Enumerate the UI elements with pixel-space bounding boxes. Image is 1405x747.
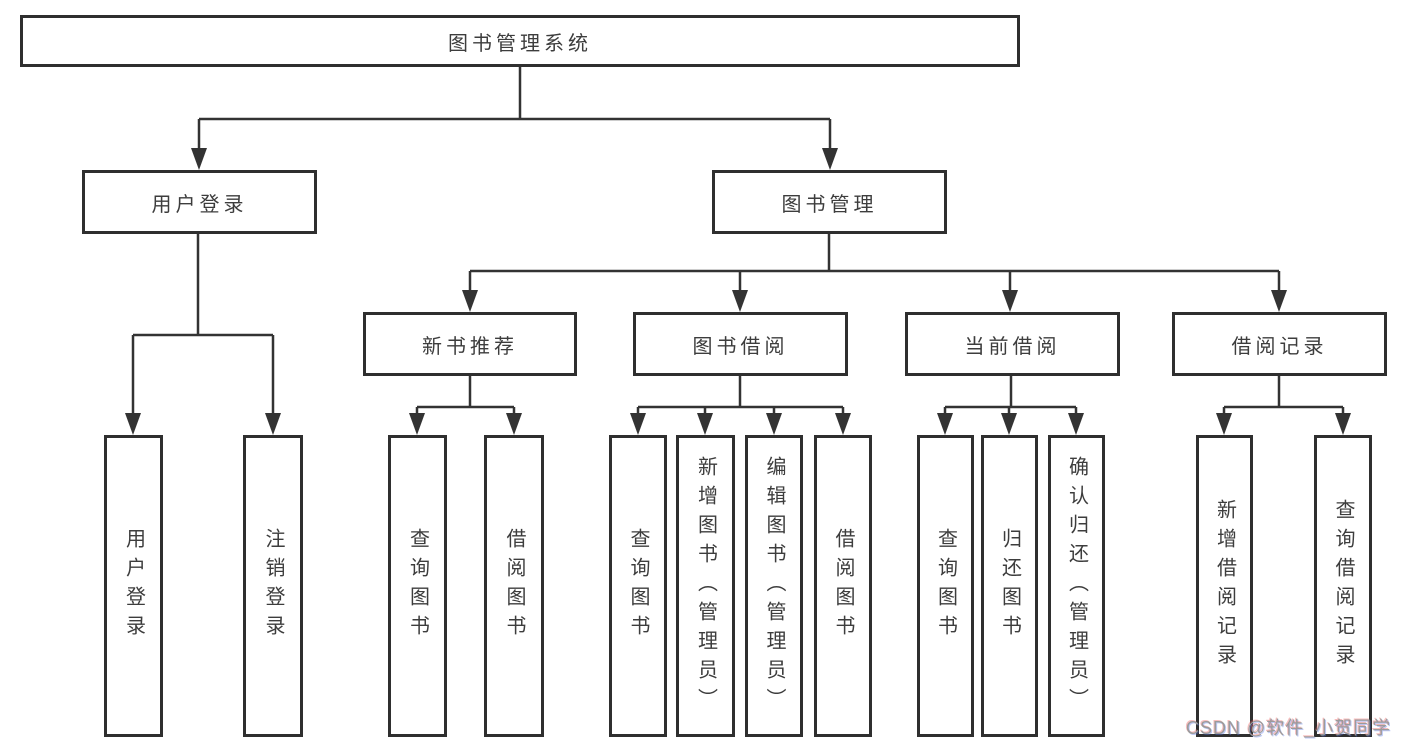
node-add-book-admin: 新增图书（管理员） [676,435,735,737]
node-label: 新增借阅记录 [1213,499,1236,673]
node-query-borrow-record: 查询借阅记录 [1314,435,1372,737]
node-user-login-branch: 用户登录 [82,170,317,234]
node-label: 查询图书 [406,528,429,644]
node-book-management: 图书管理 [712,170,947,234]
node-new-book-recommend: 新书推荐 [363,312,577,376]
node-label: 编辑图书（管理员） [763,455,785,717]
csdn-watermark: CSDN @软件_小贺同学 [1186,718,1392,738]
node-label: 查询借阅记录 [1332,499,1354,673]
node-label: 图书借阅 [692,335,789,358]
node-label: 用户登录 [122,528,145,644]
node-borrow-books-recommend: 借阅图书 [484,435,544,737]
node-label: 借阅图书 [832,528,854,644]
node-query-books-recommend: 查询图书 [388,435,447,737]
node-borrow-book: 借阅图书 [814,435,872,737]
node-borrowing-records: 借阅记录 [1172,312,1387,376]
node-label: 新增图书（管理员） [694,455,717,717]
node-query-books-borrowing: 查询图书 [609,435,667,737]
node-label: 查询图书 [934,528,957,644]
node-label: 归还图书 [998,528,1021,644]
node-label: 确认归还（管理员） [1065,455,1088,717]
node-label: 借阅图书 [503,528,525,644]
node-label: 查询图书 [627,528,649,644]
node-return-book: 归还图书 [981,435,1038,737]
node-label: 注销登录 [262,528,284,644]
node-user-login: 用户登录 [104,435,163,737]
node-library-management-system: 图书管理系统 [20,15,1020,67]
node-book-borrowing: 图书借阅 [633,312,848,376]
node-confirm-return-admin: 确认归还（管理员） [1048,435,1105,737]
node-label: 用户登录 [151,193,248,216]
node-label: 新书推荐 [422,335,518,358]
node-logout: 注销登录 [243,435,303,737]
node-label: 图书管理系统 [448,32,592,55]
node-current-borrowing: 当前借阅 [905,312,1120,376]
node-label: 图书管理 [781,193,878,216]
node-edit-book-admin: 编辑图书（管理员） [745,435,803,737]
node-label: 当前借阅 [964,335,1061,358]
node-label: 借阅记录 [1231,335,1328,358]
node-query-books-current: 查询图书 [917,435,974,737]
node-add-borrow-record: 新增借阅记录 [1196,435,1253,737]
